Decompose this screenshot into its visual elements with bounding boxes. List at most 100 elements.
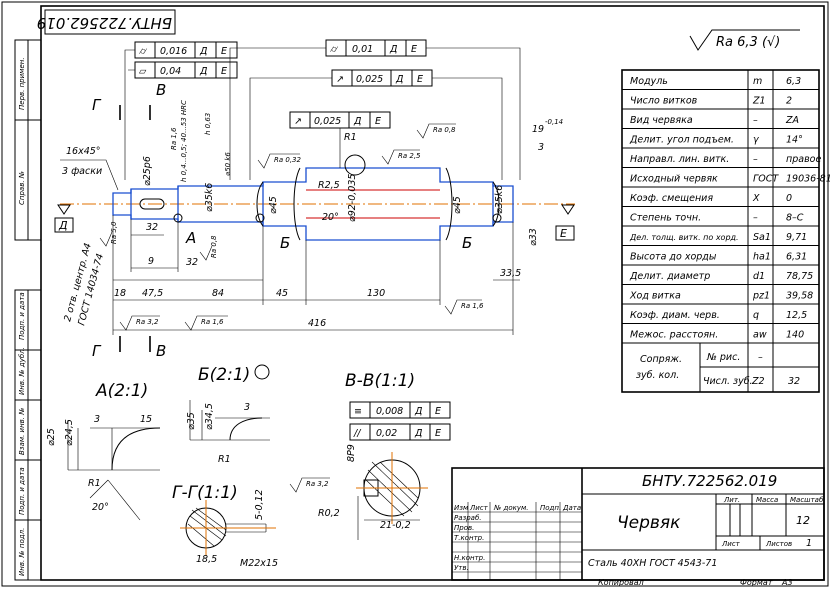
strip-label-3: Инв. № дубл. (18, 347, 26, 395)
param-val-0: 6,3 (786, 76, 801, 87)
dim-84: 84 (212, 288, 224, 299)
strip-label-5: Подп. и дата (18, 467, 26, 515)
param-sym-12: q (753, 310, 759, 321)
param-val-6: 0 (786, 193, 792, 204)
roughness-general: Ra 6,3 (√) (716, 35, 780, 50)
dim-d35k6b: ⌀35k6 (494, 185, 505, 214)
view-b-d345: ⌀34,5 (204, 403, 215, 430)
tb-col-2: № докум. (493, 504, 529, 512)
view-v-tol2: 0,02 (376, 428, 397, 439)
param-val-4: правое (786, 154, 821, 165)
mating-teeth-label: Числ. зуб. (703, 376, 753, 387)
svg-text:⌭: ⌭ (330, 44, 339, 55)
param-sym-8: Sa1 (753, 232, 771, 243)
dim-chamfer2: 3 фаски (62, 166, 102, 177)
svg-text:↗: ↗ (294, 116, 302, 127)
ra-16b: Ra 1,6 (461, 302, 484, 310)
tb-scale-value: 12 (796, 514, 810, 527)
view-g-l5: 5-0,12 (254, 489, 265, 520)
param-sym-7: – (753, 213, 758, 224)
marker-g-top: Г (92, 96, 102, 114)
detail-circle-b2 (492, 213, 502, 223)
dim-d45b: ⌀45 (452, 196, 463, 214)
tb-col-3: Подп. (540, 504, 561, 512)
view-a-r1: R1 (88, 478, 101, 489)
view-a: А(2:1) ⌀25 ⌀24,5 3 15 R1 20° (46, 381, 161, 521)
svg-text:▱: ▱ (139, 66, 147, 77)
tb-sheets: Листов (765, 540, 792, 548)
param-val-3: 14° (786, 135, 803, 146)
mating-label2: зуб. кол. (636, 370, 679, 381)
param-val-10: 78,75 (786, 271, 813, 282)
strip-label-6: Инв. № подл. (18, 528, 26, 576)
hrc-note: h 0,4...0,5; 40...53 HRC (180, 100, 188, 182)
dimensions: 18 47,5 84 45 130 33,5 416 9 32 32 3 19 … (60, 100, 563, 335)
view-g-d185: 18,5 (196, 554, 217, 565)
param-name-11: Ход витка (629, 291, 681, 302)
ra-25: Ra 2,5 (398, 152, 421, 160)
mating-fig-label: № рис. (706, 352, 740, 363)
marker-a: А (185, 229, 196, 247)
tolerance-frames: ⌭ 0,016 Д Е ▱ 0,04 Д Е ⌭ 0,01 Д Е ↗ 0,02… (124, 39, 521, 180)
ra-08b: Ra 0,8 (210, 235, 218, 258)
param-name-0: Модуль (630, 76, 668, 87)
dim-32a: 32 (146, 222, 158, 233)
dim-d92: ⌀92-0,035 (347, 174, 358, 222)
view-a-title: А(2:1) (95, 381, 148, 401)
ra-032: Ra 0,32 (274, 156, 302, 164)
view-v-tol1: 0,008 (376, 406, 403, 417)
param-sym-1: Z1 (752, 96, 766, 107)
param-name-13: Межос. расстоян. (630, 330, 718, 341)
section-markers: Г В Г В А Б Б Д Е (54, 81, 575, 360)
param-name-12: Коэф. диам. черв. (630, 310, 720, 321)
tol-4-base-b: Е (417, 74, 423, 85)
param-val-9: 6,31 (786, 252, 807, 263)
strip-label-1: Справ. № (18, 171, 26, 205)
tol-1-value: 0,016 (160, 46, 187, 57)
view-v-ra: Ra 3,2 (306, 480, 329, 488)
param-val-5: 19036-81 (786, 174, 830, 185)
param-sym-6: X (752, 193, 760, 204)
param-sym-3: γ (753, 135, 760, 146)
view-a-d25: ⌀25 (46, 428, 57, 446)
tb-role-3: Н.контр. (454, 554, 485, 562)
tb-mass: Масса (756, 496, 778, 504)
svg-text:⌭: ⌭ (139, 46, 148, 57)
view-v-tol2-base-a: Д (414, 428, 422, 439)
param-sym-9: ha1 (753, 252, 771, 263)
param-val-1: 2 (786, 96, 792, 107)
rotated-drawing-number: БНТУ.722562.019 (37, 14, 172, 32)
roughness-general-sign (689, 29, 800, 51)
dim-d45a: ⌀45 (268, 196, 279, 214)
material: Сталь 40ХН ГОСТ 4543-71 (588, 558, 717, 569)
mating-fig-val: – (758, 352, 763, 363)
part-title: Червяк (617, 513, 681, 533)
param-sym-11: pz1 (752, 291, 770, 302)
view-v-bp: 8P9 (346, 444, 357, 462)
view-a-d245: ⌀24,5 (64, 419, 75, 446)
marker-g-bot: Г (92, 342, 102, 360)
strip-label-0: Перв. примен. (18, 57, 26, 110)
tol-5-base-b: Е (375, 116, 381, 127)
view-v-r02: R0,2 (318, 508, 340, 519)
param-name-3: Делит. угол подъем. (629, 135, 734, 146)
ra-16c: Ra 1,6 (170, 127, 178, 150)
view-g-m22: M22x15 (240, 558, 278, 569)
tol-3-base-a: Д (389, 44, 397, 55)
param-name-9: Высота до хорды (630, 252, 717, 263)
param-val-2: ZA (785, 115, 799, 126)
svg-text://: // (353, 428, 362, 439)
tol-3-value: 0,01 (352, 44, 373, 55)
marker-v-top: В (156, 81, 166, 99)
view-a-l3: 3 (94, 414, 100, 425)
svg-text:↗: ↗ (336, 74, 344, 85)
dim-chamfer: 16x45° (66, 146, 101, 157)
tol-4-base-a: Д (395, 74, 403, 85)
view-g: Г-Г(1:1) 18,5 M22x15 5-0,12 (172, 483, 278, 569)
dim-r25: R2,5 (318, 180, 340, 191)
tol-2-value: 0,04 (160, 66, 181, 77)
svg-text:≡: ≡ (354, 406, 362, 417)
detail-circle-r1 (344, 154, 366, 176)
